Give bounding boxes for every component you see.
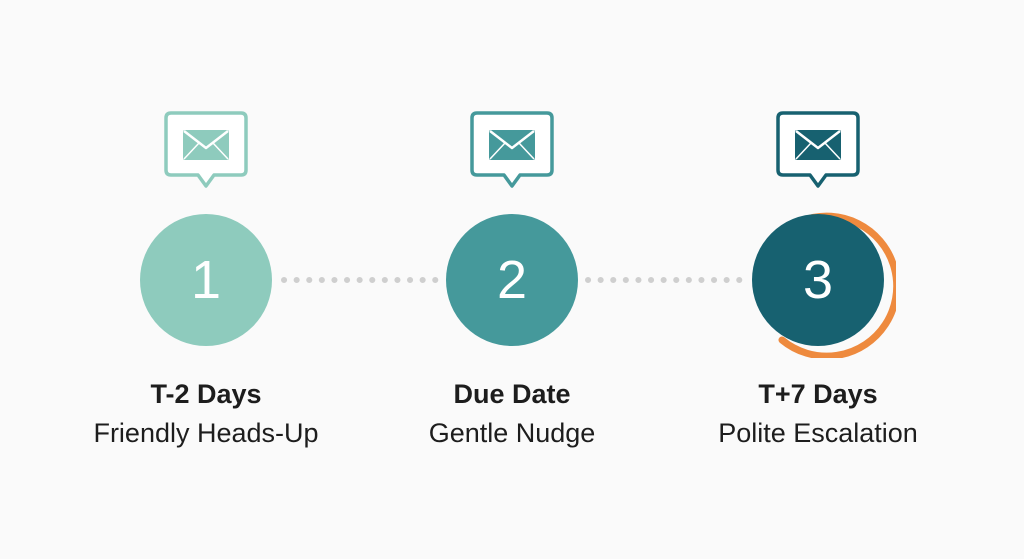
step-2: 2 Due Date Gentle Nudge — [362, 0, 662, 559]
envelope-speech-bubble-icon — [470, 111, 554, 188]
step-3-circle: 3 — [752, 214, 884, 346]
step-1-subtitle: Friendly Heads-Up — [93, 418, 319, 448]
step-2-circle: 2 — [446, 214, 578, 346]
step-3-number: 3 — [802, 250, 834, 310]
step-3-title: T+7 Days — [758, 379, 878, 409]
step-1-title: T-2 Days — [150, 379, 262, 409]
step-2-title: Due Date — [453, 379, 571, 409]
step-1: 1 T-2 Days Friendly Heads-Up — [56, 0, 356, 559]
step-1-circle: 1 — [140, 214, 272, 346]
envelope-speech-bubble-icon — [776, 111, 860, 188]
connector-1-2 — [281, 277, 445, 283]
step-2-subtitle: Gentle Nudge — [428, 418, 596, 448]
step-2-number: 2 — [496, 250, 528, 310]
envelope-speech-bubble-icon — [164, 111, 248, 188]
step-3: 3 T+7 Days Polite Escalation — [668, 0, 968, 559]
connector-2-3 — [585, 277, 749, 283]
step-3-subtitle: Polite Escalation — [718, 418, 918, 448]
step-1-number: 1 — [190, 250, 222, 310]
